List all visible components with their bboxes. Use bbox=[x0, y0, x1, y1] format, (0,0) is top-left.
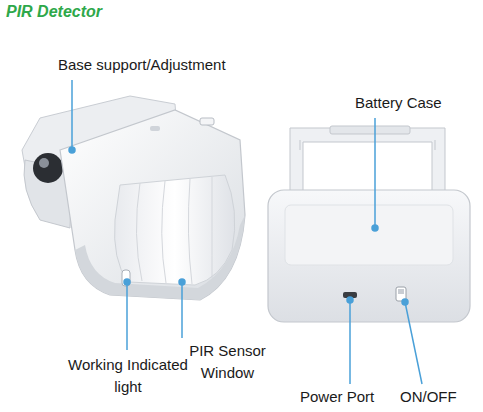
part-label: Base support/Adjustment bbox=[58, 54, 258, 76]
leader-lines bbox=[69, 80, 422, 384]
battery-case bbox=[268, 126, 470, 322]
part-label: Working Indicated light bbox=[68, 354, 188, 398]
part-label: ON/OFF bbox=[400, 386, 475, 408]
figure-title: PIR Detector bbox=[6, 3, 102, 21]
pir-sensor bbox=[22, 96, 245, 300]
part-label: Battery Case bbox=[355, 92, 465, 114]
part-label: PIR Sensor Window bbox=[175, 340, 280, 384]
part-label: Power Port bbox=[300, 386, 410, 408]
